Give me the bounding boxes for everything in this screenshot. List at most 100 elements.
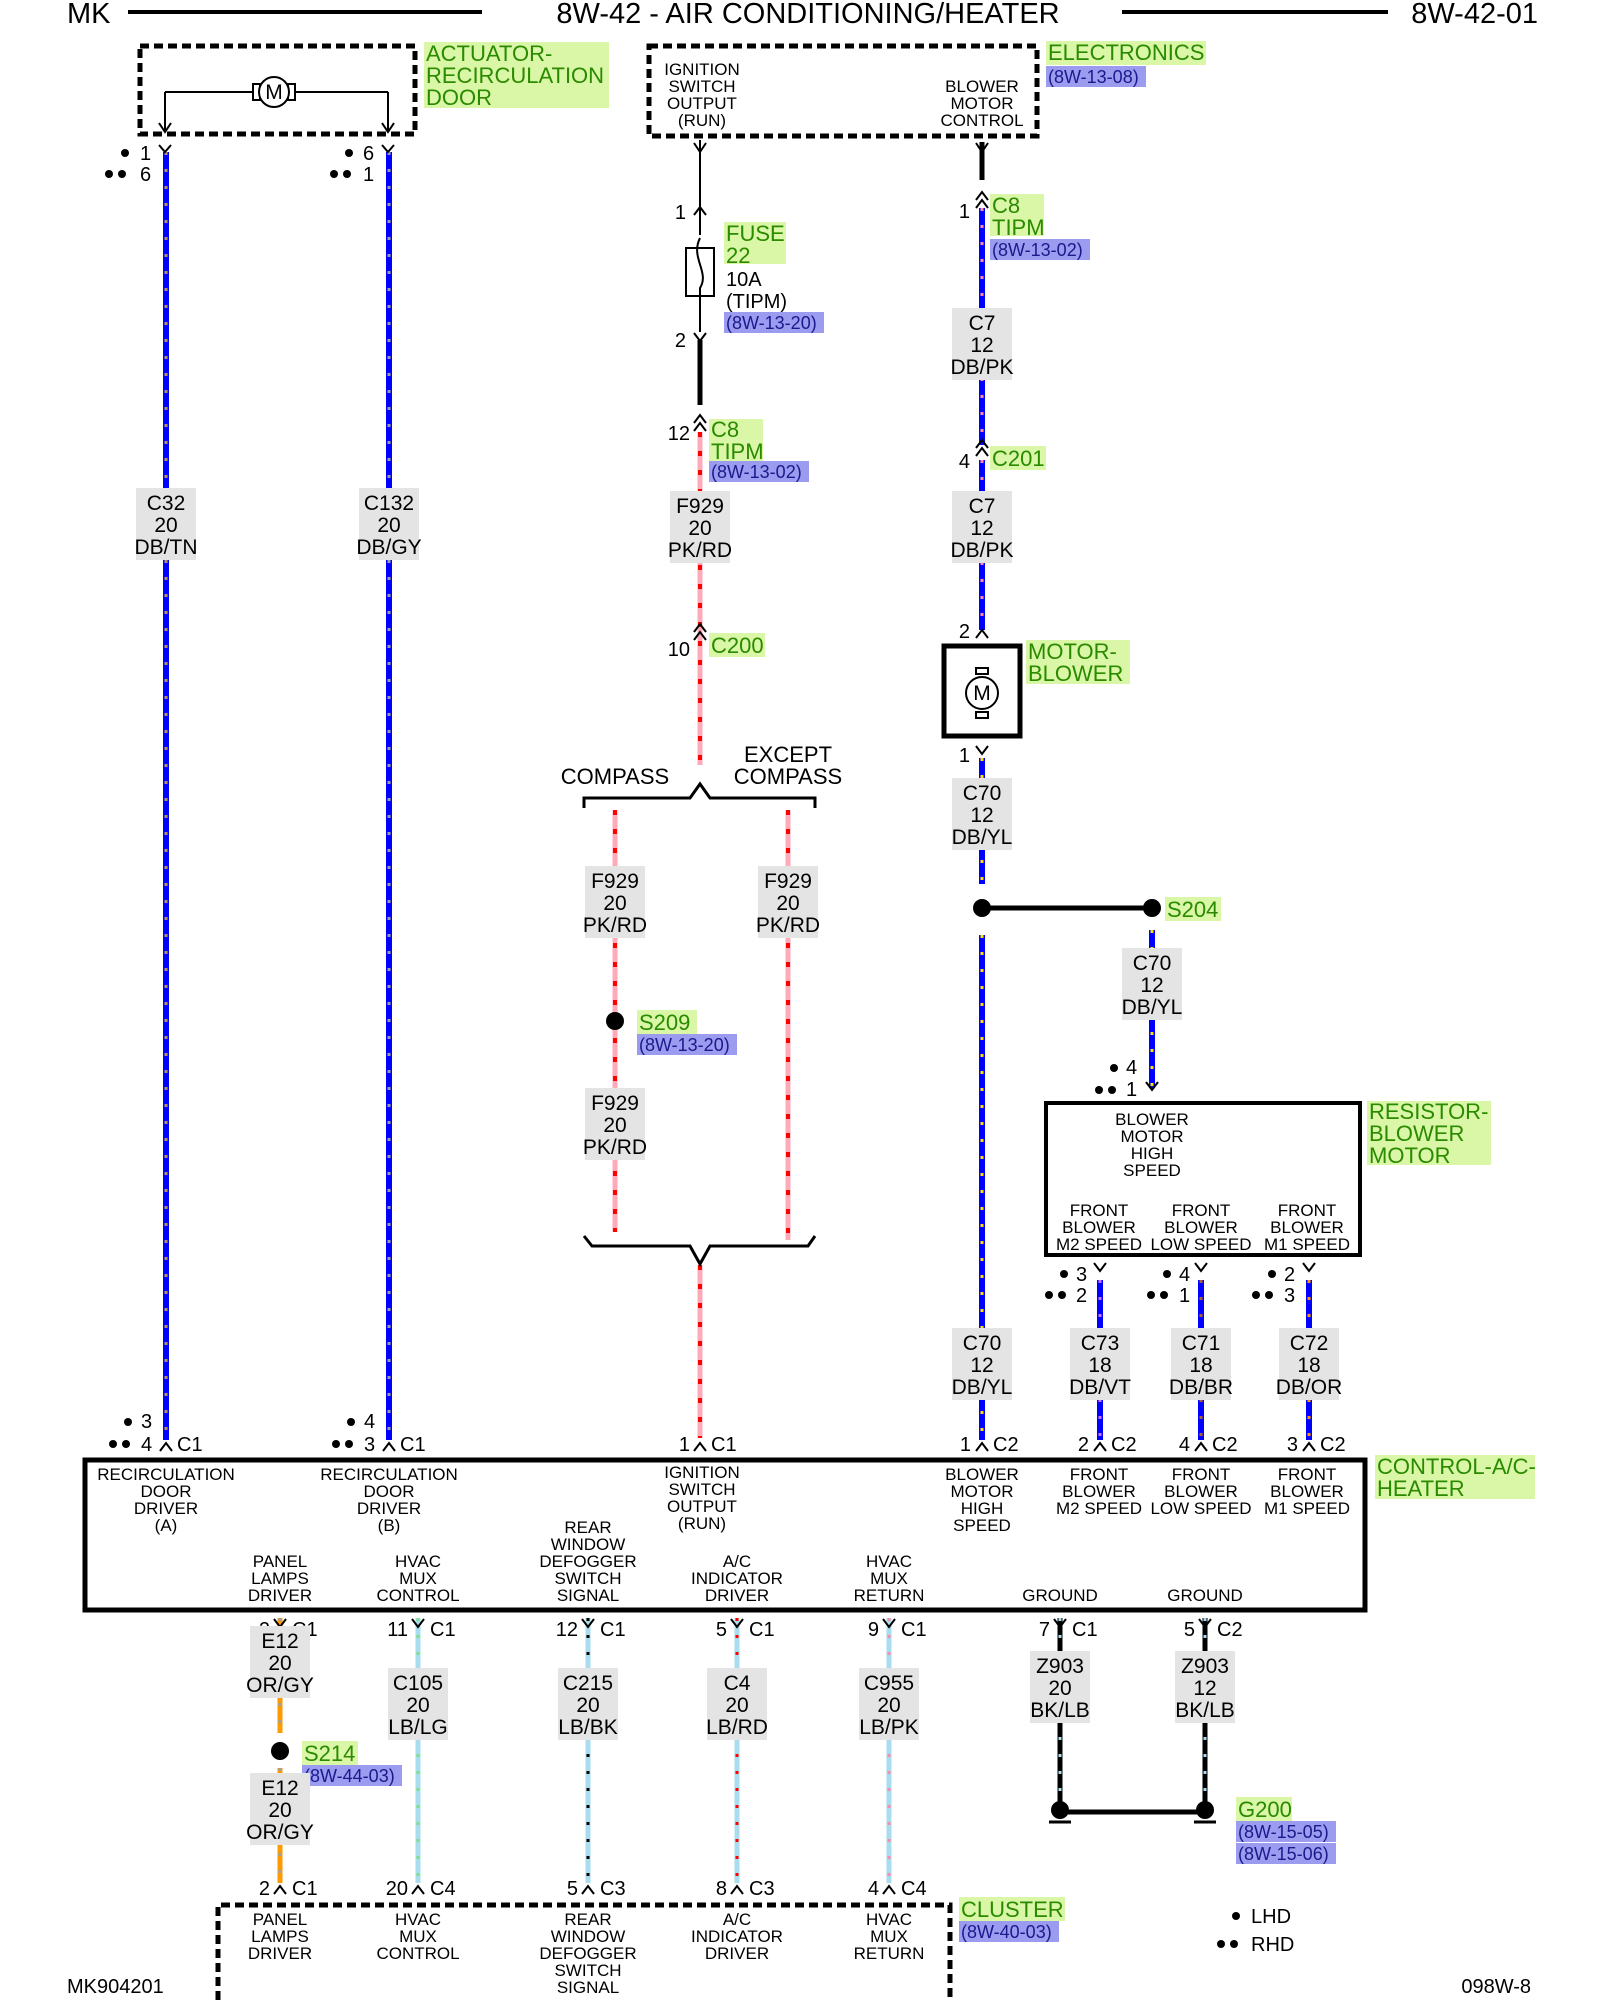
act-a-rhd-pin: 6 [140, 164, 151, 186]
ctrl-tl3-3: OUTPUT [667, 1497, 737, 1516]
ctrl-top3-pin: 1 [679, 1434, 690, 1456]
wire-circuit: F929 [676, 495, 724, 518]
ctrl-bot3-pin: 12 [556, 1619, 578, 1641]
res-b2-1: FRONT [1172, 1201, 1231, 1220]
wire-gauge: 12 [970, 1354, 993, 1377]
wire-label-bg [250, 1773, 310, 1845]
legend-lhd: LHD [1251, 1906, 1291, 1928]
res-b1-1: FRONT [1070, 1201, 1129, 1220]
wire-circuit: Z903 [1036, 1655, 1084, 1678]
g200-ref-2: (8W-15-06) [1238, 1844, 1329, 1864]
ctrl-tl4-4: SPEED [953, 1516, 1011, 1535]
wire-circuit: C73 [1081, 1332, 1120, 1355]
ctrl-tl1-2: DOOR [141, 1482, 192, 1501]
wire-label-bg [952, 1328, 1012, 1400]
ctrl-bl2-3: CONTROL [376, 1586, 459, 1605]
wire-color: PK/RD [583, 1136, 647, 1159]
act-b-lhd-pin: 6 [363, 143, 374, 165]
connector-c8-blower: 1 C8 TIPM (8W-13-02) [959, 190, 1090, 260]
wire-label-bg [1171, 1328, 1231, 1400]
page-header: MK 8W-42 - AIR CONDITIONING/HEATER 8W-42… [67, 0, 1538, 30]
connector-c200: 10 C200 [668, 622, 765, 661]
c8-top-name-2: TIPM [992, 215, 1045, 240]
ctrl-tl4-3: HIGH [961, 1499, 1004, 1518]
wire-label-bg [1122, 948, 1182, 1020]
cl-l3-5: SIGNAL [557, 1978, 619, 1997]
wire-color: DB/PK [950, 356, 1013, 379]
wire-gauge: 12 [970, 334, 993, 357]
ctrl-bl4-3: DRIVER [705, 1586, 769, 1605]
except-label-1: EXCEPT [744, 742, 832, 767]
s209-name: S209 [639, 1010, 690, 1035]
wire-label-bg [670, 491, 730, 563]
wire-label-bg [1175, 1651, 1235, 1723]
actuator-name-2: RECIRCULATION [426, 63, 604, 88]
elec-right-2: MOTOR [951, 94, 1014, 113]
wire-gauge: 20 [154, 514, 177, 537]
ctrl-tl7-1: FRONT [1278, 1465, 1337, 1484]
wire-circuit: C70 [963, 782, 1002, 805]
fuse-22: 1 2 FUSE 22 10A (TIPM) (8W-13-20) [675, 202, 824, 352]
wire-gauge: 12 [1140, 974, 1163, 997]
actuator-recirculation-door: M ACTUATOR- RECIRCULATION DOOR 1 6 6 1 [105, 41, 609, 186]
s204-name: S204 [1167, 897, 1218, 922]
wire-color: OR/GY [246, 1821, 314, 1844]
cl-l5-2: MUX [870, 1927, 908, 1946]
cl-l5-3: RETURN [854, 1944, 925, 1963]
wire-gauge: 18 [1088, 1354, 1111, 1377]
c8-top-name-1: C8 [992, 193, 1020, 218]
ctrl-tl4-1: BLOWER [945, 1465, 1019, 1484]
wire-label-bg [250, 1626, 310, 1698]
wire-gauge: 20 [268, 1652, 291, 1675]
ctrl-tl3-4: (RUN) [678, 1514, 726, 1533]
ctrl-bot3-conn: C1 [600, 1619, 626, 1641]
wire-circuit: F929 [764, 870, 812, 893]
splice-s214: S214 (8W-44-03) [271, 1741, 402, 1786]
fuse-ref: (8W-13-20) [726, 313, 817, 333]
ctrl-bot4-conn: C1 [749, 1619, 775, 1641]
ctrl-tl2-2: DOOR [364, 1482, 415, 1501]
wire-gauge: 20 [776, 892, 799, 915]
electronics-ref: (8W-13-08) [1048, 67, 1139, 87]
wire-color: DB/GY [356, 536, 421, 559]
act-b-rhd-pin: 1 [363, 164, 374, 186]
ctrl-bot6-pin: 7 [1039, 1619, 1050, 1641]
cl-l1-3: DRIVER [248, 1944, 312, 1963]
res-out1-rhd: 2 [1076, 1285, 1087, 1307]
ctrl-bl3-4: SWITCH [554, 1569, 621, 1588]
connector-c8-ignition: 12 C8 TIPM (8W-13-02) [668, 413, 809, 482]
cl-pin5: 4 [868, 1878, 879, 1900]
control-ac-heater: CONTROL-A/C- HEATER 3 4 C1 4 3 C1 1 C1 1… [82, 1411, 1536, 1641]
fuse-rating: 10A [726, 269, 762, 291]
res-name-2: BLOWER [1369, 1121, 1464, 1146]
wire-label-bg [952, 778, 1012, 850]
wire-gauge: 12 [970, 517, 993, 540]
res-out2-rhd: 1 [1179, 1285, 1190, 1307]
res-top-4: SPEED [1123, 1161, 1181, 1180]
wire-gauge: 12 [1193, 1677, 1216, 1700]
ctrl-bl4-1: A/C [723, 1552, 751, 1571]
wire-gauge: 20 [688, 517, 711, 540]
actuator-motor-letter: M [265, 81, 283, 104]
res-b1-3: M2 SPEED [1056, 1235, 1142, 1254]
ctrl-top7-conn: C2 [1320, 1434, 1346, 1456]
ctrl-bl1-2: LAMPS [251, 1569, 309, 1588]
option-brace-bottom [582, 1235, 817, 1268]
cl-conn5: C4 [901, 1878, 927, 1900]
wire-circuit: Z903 [1181, 1655, 1229, 1678]
wire-label-bg [758, 866, 818, 938]
ctrl-bl3-3: DEFOGGER [539, 1552, 636, 1571]
wire-color: LB/PK [859, 1716, 919, 1739]
ctrl-top6-conn: C2 [1212, 1434, 1238, 1456]
wire-circuit: C7 [969, 495, 996, 518]
wire-color: DB/YL [952, 826, 1013, 849]
wire-gauge: 20 [268, 1799, 291, 1822]
elec-left-1: IGNITION [664, 60, 740, 79]
ctrl-top1-conn: C1 [177, 1434, 203, 1456]
res-b2-2: BLOWER [1164, 1218, 1238, 1237]
